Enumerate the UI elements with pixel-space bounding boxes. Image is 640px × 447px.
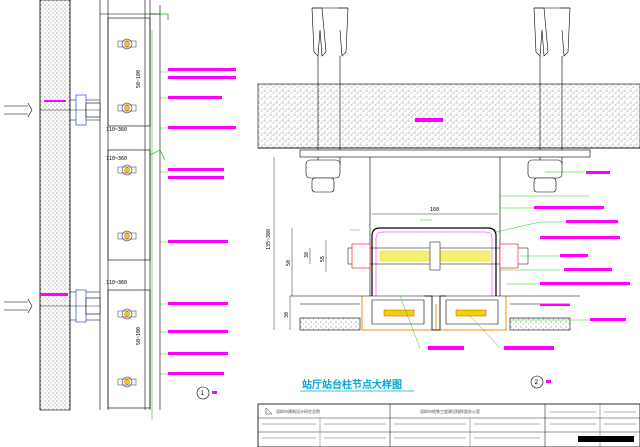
- svg-text:2: 2: [535, 379, 539, 386]
- column-elevation-detail: 50~100 50~100 110~360 110~360 110~360 1: [4, 0, 236, 420]
- connector-clips: [117, 38, 137, 388]
- company-left: 深圳市建筑设计研究总院: [276, 408, 320, 414]
- title-block: 深圳市建筑设计研究总院 深圳市地铁工程建设指挥部办公室: [257, 403, 640, 447]
- dim-left-1: 50~100: [136, 70, 142, 88]
- anchor-bolt-lower: [4, 289, 101, 323]
- dim-right-a: 50: [286, 260, 292, 266]
- svg-text:1: 1: [201, 390, 205, 397]
- dim-top-width: 160: [430, 207, 439, 213]
- wall-hatch-strip: [39, 0, 71, 411]
- dim-right-b: 38: [304, 252, 310, 258]
- dim-left-4: 110~360: [106, 156, 127, 162]
- dim-right-c: 55: [320, 256, 326, 262]
- detail-marker-1: 1: [196, 386, 217, 400]
- platform-node-detail: 160: [257, 7, 640, 392]
- concrete-slab: [257, 83, 640, 149]
- base-plate: [299, 149, 591, 158]
- floor-slab-left: [299, 317, 361, 331]
- dim-right-total: 135~300: [266, 229, 272, 250]
- detail-marker-2: 2: [530, 375, 551, 389]
- dim-left-3: 110~360: [106, 127, 127, 133]
- nut-right: [527, 159, 563, 193]
- anchor-bolt-upper: [4, 94, 101, 126]
- dim-left-2: 50~100: [136, 327, 142, 345]
- company-right: 深圳市地铁工程建设指挥部办公室: [420, 408, 480, 414]
- floor-slab-right: [509, 317, 571, 331]
- embedded-anchor-left: [311, 7, 349, 165]
- drawing-number-bar: [578, 436, 634, 442]
- drawing-title: 站厅站台柱节点大样图: [302, 378, 402, 391]
- bottom-brackets: [361, 295, 507, 331]
- embedded-anchor-right: [533, 7, 571, 165]
- dim-left-5: 110~360: [106, 280, 127, 286]
- u-channel: [371, 227, 497, 296]
- through-bolt: [347, 241, 529, 271]
- callouts-right: [415, 118, 630, 350]
- nut-left: [305, 159, 341, 193]
- dim-right-d: 30: [284, 312, 290, 318]
- callouts-left: [40, 68, 236, 375]
